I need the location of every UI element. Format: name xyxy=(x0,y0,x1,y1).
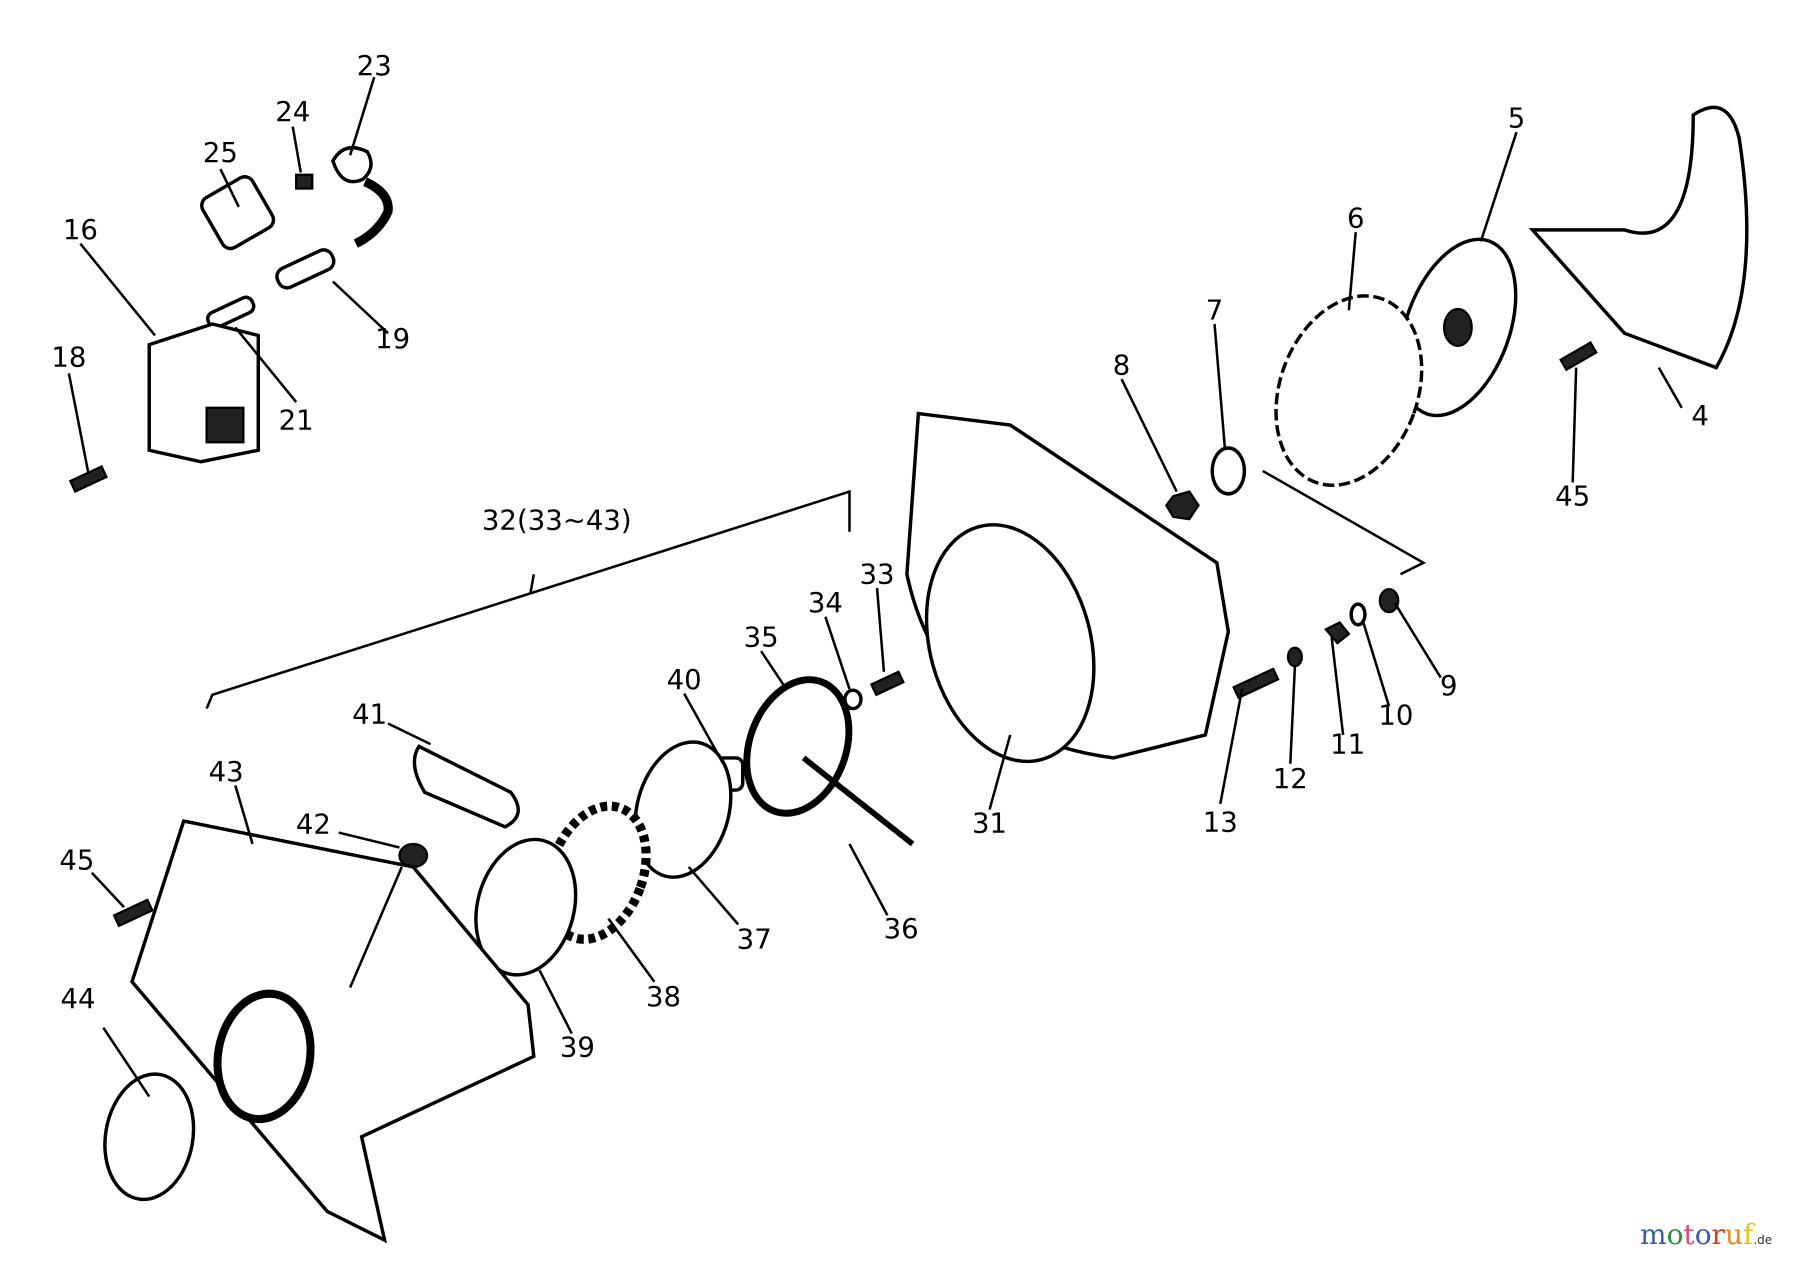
part-8 xyxy=(1164,490,1200,521)
part-41 xyxy=(412,744,520,829)
part-10 xyxy=(1349,602,1367,627)
part-21 xyxy=(206,295,256,330)
label-18: 18 xyxy=(51,341,86,373)
label-10: 10 xyxy=(1378,700,1413,732)
part-5-hub xyxy=(1442,307,1473,347)
part-18 xyxy=(68,464,108,493)
label-31: 31 xyxy=(972,808,1007,840)
part-4 xyxy=(1528,105,1749,370)
part-43 xyxy=(130,819,536,1244)
wm-letter: o xyxy=(1694,1218,1712,1251)
label-40: 40 xyxy=(667,664,702,696)
part-labels: 23 24 25 16 19 21 18 5 6 7 8 4 45 32(33~… xyxy=(51,50,1709,1064)
motoruf-watermark: motoruf.de xyxy=(1640,1218,1772,1251)
part-24 xyxy=(295,173,314,190)
label-32: 32(33~43) xyxy=(482,504,632,536)
label-16: 16 xyxy=(63,214,98,246)
label-6: 6 xyxy=(1347,203,1365,235)
label-19: 19 xyxy=(375,323,410,355)
fuel-hose xyxy=(353,177,393,248)
part-7 xyxy=(1210,446,1247,496)
label-5: 5 xyxy=(1508,103,1526,135)
label-11: 11 xyxy=(1330,728,1365,760)
leader-lines xyxy=(67,76,1683,1098)
label-21: 21 xyxy=(279,405,314,437)
label-36: 36 xyxy=(884,913,919,945)
label-45-bottom: 45 xyxy=(59,844,94,876)
label-13: 13 xyxy=(1203,806,1238,838)
bracket-line xyxy=(1262,469,1427,576)
part-35 xyxy=(743,676,853,817)
label-25: 25 xyxy=(203,137,238,169)
wm-letter: o xyxy=(1666,1218,1684,1251)
starter-assembly xyxy=(103,670,915,1244)
label-44: 44 xyxy=(61,983,96,1015)
label-35: 35 xyxy=(744,622,779,654)
part-6 xyxy=(1274,294,1424,487)
label-37: 37 xyxy=(737,923,772,955)
label-4: 4 xyxy=(1691,400,1709,432)
part-11 xyxy=(1324,621,1351,645)
part-45-top xyxy=(1559,340,1598,372)
part-45-bottom xyxy=(112,898,154,928)
part-43-cup xyxy=(213,989,315,1124)
part-19 xyxy=(275,248,336,290)
wm-suffix: .de xyxy=(1753,1233,1773,1247)
label-42: 42 xyxy=(296,809,331,841)
label-43: 43 xyxy=(209,756,244,788)
part-33 xyxy=(869,670,905,697)
label-38: 38 xyxy=(646,981,681,1013)
wm-letter: t xyxy=(1683,1218,1695,1251)
label-39: 39 xyxy=(560,1031,595,1063)
label-7: 7 xyxy=(1206,294,1224,326)
part-16-tab xyxy=(205,406,245,444)
part-25 xyxy=(200,175,276,251)
part-12 xyxy=(1286,646,1303,668)
part-36-rope xyxy=(801,755,915,847)
wm-letter: r xyxy=(1711,1218,1725,1251)
wm-letter: f xyxy=(1742,1218,1754,1251)
label-33: 33 xyxy=(860,558,895,590)
flywheel-assembly xyxy=(1164,105,1749,521)
part-9 xyxy=(1378,588,1400,614)
part-37 xyxy=(633,740,733,879)
fuel-tank-cap-assembly xyxy=(68,145,393,493)
label-23: 23 xyxy=(357,50,392,82)
wm-letter: u xyxy=(1724,1218,1743,1251)
part-44 xyxy=(103,1072,196,1202)
part-13 xyxy=(1232,667,1280,700)
part-39 xyxy=(474,837,578,977)
label-45-top: 45 xyxy=(1555,480,1590,512)
label-9: 9 xyxy=(1440,670,1458,702)
label-24: 24 xyxy=(275,96,310,128)
label-34: 34 xyxy=(808,587,843,619)
label-8: 8 xyxy=(1113,350,1131,382)
label-12: 12 xyxy=(1273,763,1308,795)
wm-letter: m xyxy=(1640,1218,1667,1251)
fan-housing xyxy=(905,411,1427,764)
label-41: 41 xyxy=(352,698,387,730)
part-31-opening xyxy=(924,523,1096,764)
part-23 xyxy=(331,145,373,184)
